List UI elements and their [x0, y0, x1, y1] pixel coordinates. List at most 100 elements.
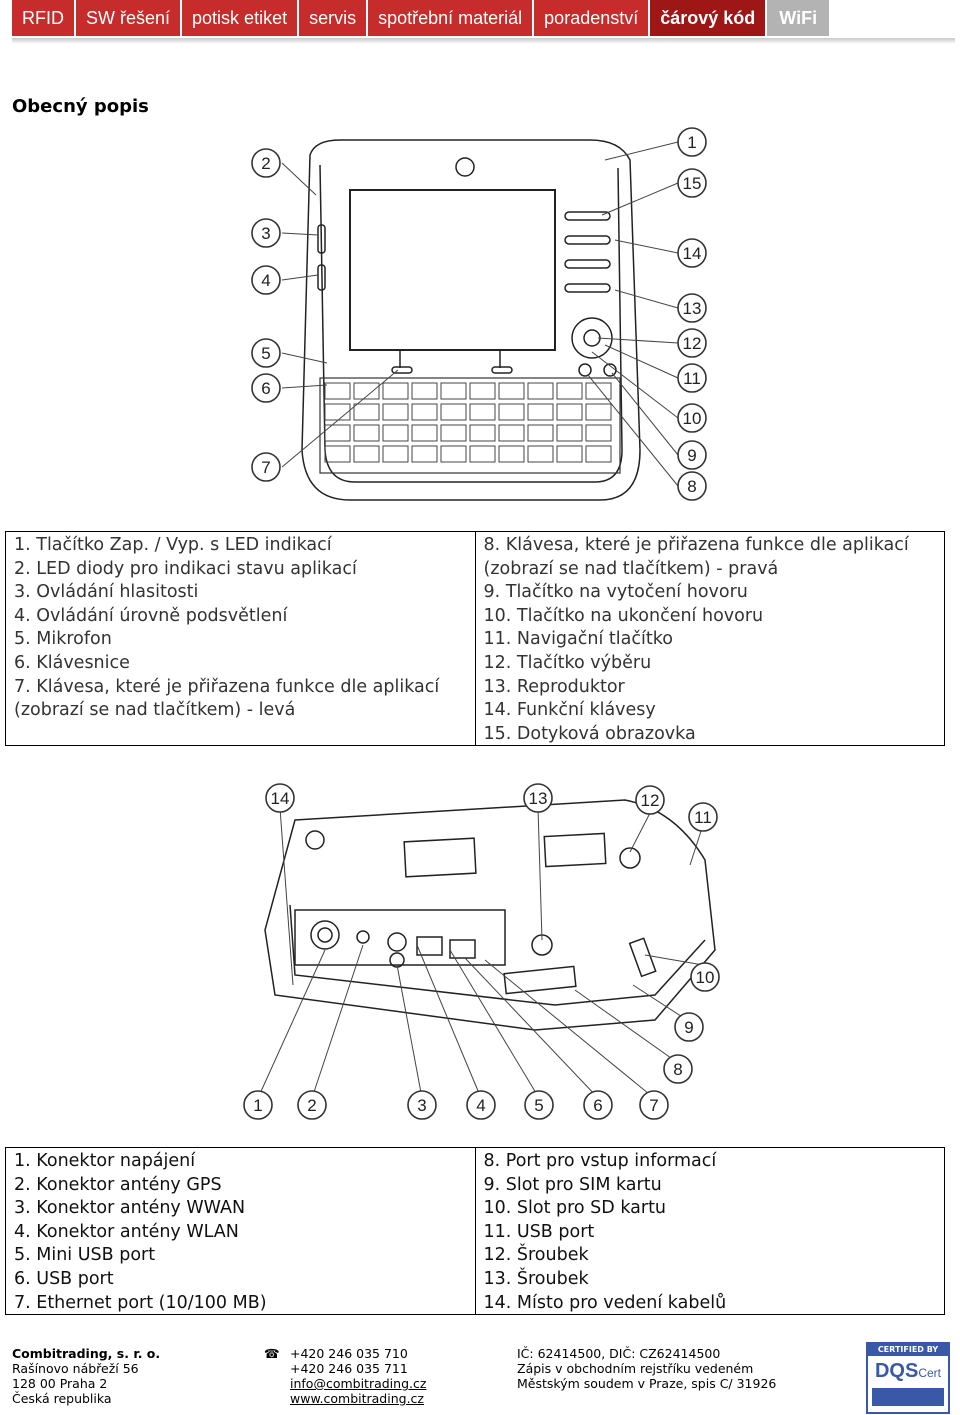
callout-b3: 3: [407, 1090, 437, 1120]
keyboard-key: [440, 445, 467, 463]
nav-item-sw-reseni[interactable]: SW řešení: [76, 0, 183, 36]
keyboard-key: [556, 403, 583, 421]
address-line: 128 00 Praha 2: [12, 1376, 108, 1391]
nav-bar: RFID SW řešení potisk etiket servis spot…: [12, 0, 955, 36]
svg-text:14: 14: [683, 244, 702, 263]
keyboard-key: [498, 424, 525, 442]
web-link[interactable]: www.combitrading.cz: [290, 1391, 424, 1406]
legend-item: (zobrazí se nad tlačítkem) - pravá: [483, 558, 779, 579]
legend-item: 3. Ovládání hlasitosti: [14, 582, 199, 603]
legend-item: 10. Tlačítko na ukončení hovoru: [483, 605, 764, 626]
callout-b8: 8: [663, 1054, 693, 1084]
svg-text:1: 1: [253, 1096, 262, 1115]
keyboard-key: [469, 403, 496, 421]
phone-1: +420 246 035 710: [290, 1346, 408, 1361]
connector-panel: [294, 909, 506, 966]
svg-text:3: 3: [261, 224, 270, 243]
keyboard-key: [411, 445, 438, 463]
keyboard-key: [353, 403, 380, 421]
back-legend-left: 1. Konektor napájení 2. Konektor antény …: [6, 1148, 476, 1314]
legend-item: 11. Navigační tlačítko: [483, 629, 673, 650]
svg-text:10: 10: [696, 968, 715, 987]
legend-item: 2. LED diody pro indikaci stavu aplikací: [14, 558, 357, 579]
svg-text:8: 8: [673, 1060, 682, 1079]
nav-item-carovy-kod[interactable]: čárový kód: [650, 0, 768, 36]
callout-9: 9: [677, 440, 707, 470]
svg-text:2: 2: [261, 154, 270, 173]
phone-icon: ☎: [264, 1346, 280, 1361]
address-line: Rašínovo nábřeží 56: [12, 1361, 139, 1376]
keyboard-key: [469, 382, 496, 400]
callout-b13: 13: [523, 783, 553, 813]
cert-top-label: CERTIFIED BY: [868, 1344, 948, 1356]
keyboard-key: [498, 403, 525, 421]
keyboard-key: [382, 445, 409, 463]
callout-b2: 2: [297, 1090, 327, 1120]
svg-text:4: 4: [261, 271, 270, 290]
keyboard-key: [527, 445, 554, 463]
keyboard-key: [382, 382, 409, 400]
svg-text:3: 3: [417, 1096, 426, 1115]
keyboard-keys: [324, 382, 612, 463]
back-legend-table: 1. Konektor napájení 2. Konektor antény …: [5, 1147, 945, 1315]
device-front-figure: 1 15 14 13 12 11 10 9 8 2 3 4 5 6 7: [251, 127, 707, 501]
front-legend-table: 1. Tlačítko Zap. / Vyp. s LED indikací 2…: [5, 531, 945, 746]
nav-item-spotrebni-material[interactable]: spotřební materiál: [368, 0, 535, 36]
svg-text:7: 7: [261, 458, 270, 477]
email-link[interactable]: info@combitrading.cz: [290, 1376, 427, 1391]
device-body: [301, 139, 641, 501]
cert-brand: DQSCert: [868, 1356, 948, 1388]
callout-b10: 10: [690, 962, 720, 992]
footer-contact-col: +420 246 035 710 +420 246 035 711 info@c…: [290, 1346, 426, 1406]
legend-item: 5. Mini USB port: [14, 1245, 156, 1266]
svg-text:6: 6: [593, 1096, 602, 1115]
keyboard-key: [411, 424, 438, 442]
front-legend-right: 8. Klávesa, které je přiřazena funkce dl…: [476, 532, 945, 745]
callout-11: 11: [677, 363, 707, 393]
keyboard-key: [382, 403, 409, 421]
keyboard-key: [585, 382, 612, 400]
nav-item-poradenstvi[interactable]: poradenství: [534, 0, 651, 36]
keyboard-key: [382, 424, 409, 442]
touch-screen: [349, 189, 556, 351]
nav-item-servis[interactable]: servis: [299, 0, 369, 36]
keyboard-key: [353, 445, 380, 463]
nav-shadow: [12, 38, 955, 44]
svg-text:10: 10: [683, 409, 702, 428]
legend-item: 9. Slot pro SIM kartu: [483, 1174, 662, 1195]
legend-item: 8. Klávesa, které je přiřazena funkce dl…: [483, 535, 909, 555]
footer-phone-icon-col: ☎: [264, 1346, 280, 1361]
logo-mark: [455, 157, 475, 177]
nav-item-potisk-etiket[interactable]: potisk etiket: [182, 0, 300, 36]
callout-3: 3: [251, 218, 281, 248]
cert-brand-sub: Cert: [918, 1366, 941, 1380]
nav-item-wifi[interactable]: WiFi: [767, 0, 832, 36]
callout-8: 8: [677, 471, 707, 501]
svg-text:6: 6: [261, 379, 270, 398]
legend-item: 4. Konektor antény WLAN: [14, 1221, 239, 1242]
svg-text:11: 11: [683, 369, 701, 388]
phone-2: +420 246 035 711: [290, 1361, 408, 1376]
callout-14: 14: [677, 238, 707, 268]
legend-item: 15. Dotyková obrazovka: [483, 723, 696, 744]
callout-1: 1: [677, 127, 707, 157]
registry-line: Městským soudem v Praze, spis C/ 31926: [517, 1376, 777, 1391]
keyboard-key: [324, 403, 351, 421]
keyboard-key: [527, 403, 554, 421]
callout-leaders-fig2: [257, 807, 704, 1099]
keyboard-key: [556, 445, 583, 463]
callout-5: 5: [251, 338, 281, 368]
callout-15: 15: [677, 168, 707, 198]
keyboard: [319, 377, 621, 474]
svg-text:15: 15: [683, 174, 702, 193]
legend-item: 12. Tlačítko výběru: [483, 652, 652, 673]
legend-item: 14. Místo pro vedení kabelů: [483, 1292, 727, 1313]
nav-item-rfid[interactable]: RFID: [12, 0, 76, 36]
back-legend-right: 8. Port pro vstup informací 9. Slot pro …: [476, 1148, 945, 1314]
legend-item: (zobrazí se nad tlačítkem) - levá: [14, 700, 296, 721]
svg-text:7: 7: [649, 1096, 658, 1115]
callout-b5: 5: [524, 1090, 554, 1120]
address-line: Česká republika: [12, 1391, 112, 1406]
callout-10: 10: [677, 403, 707, 433]
legend-item: 6. USB port: [14, 1268, 114, 1289]
